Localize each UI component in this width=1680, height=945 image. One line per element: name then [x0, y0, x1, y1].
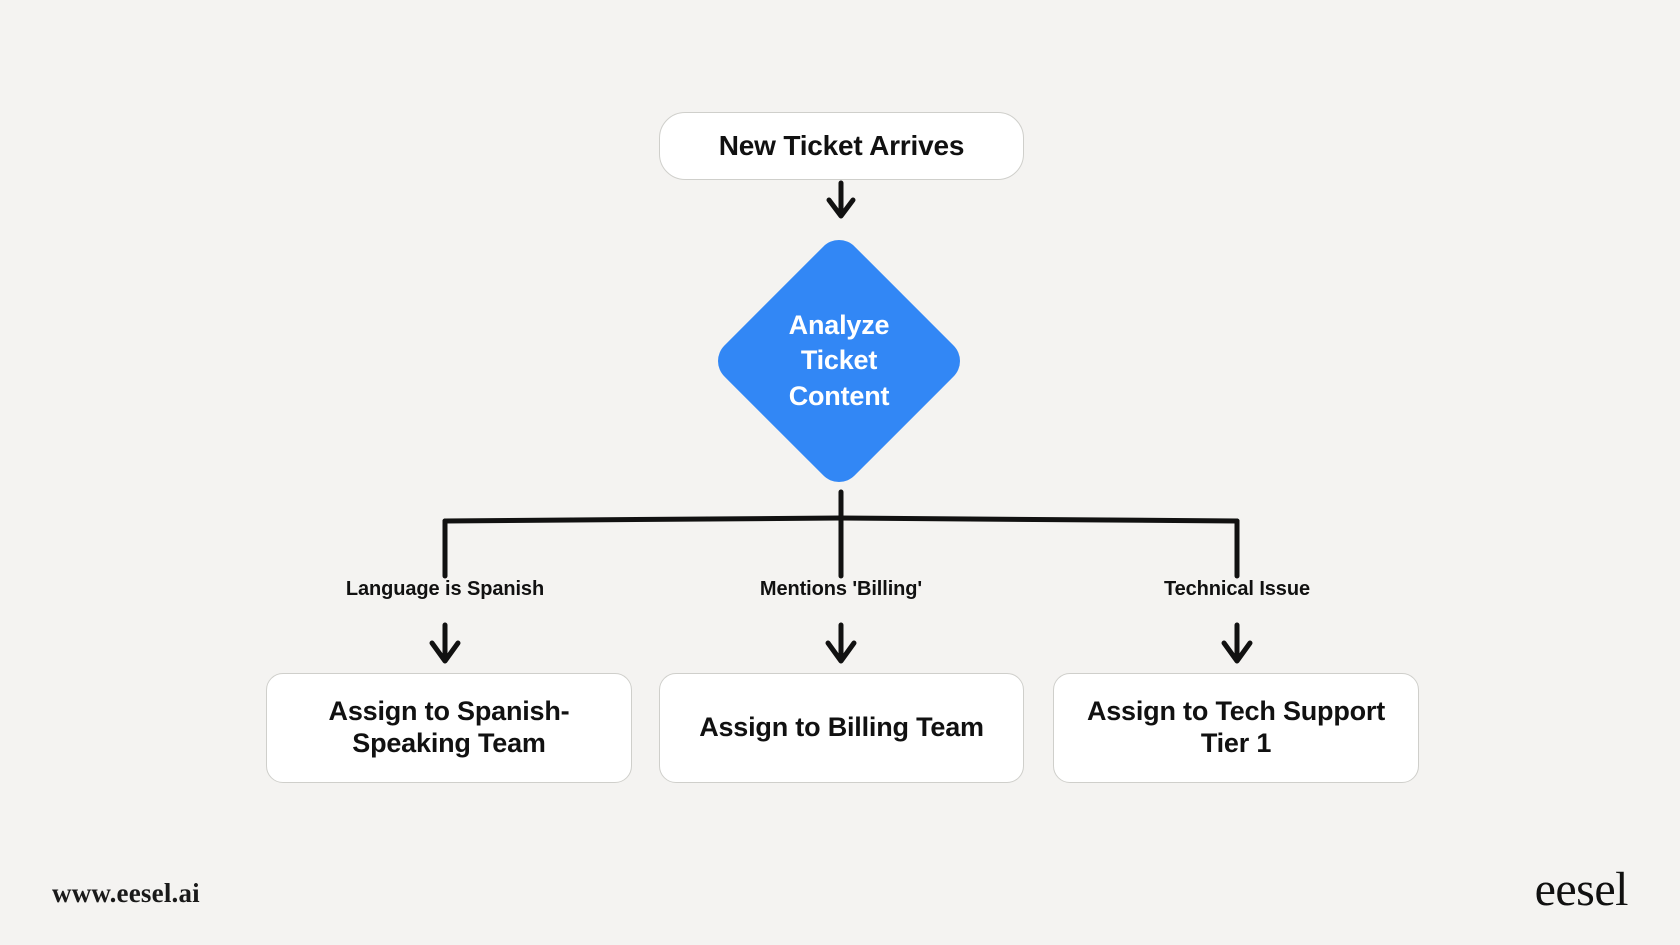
edge-bus — [442, 489, 1240, 579]
node-assign-to-tech-support-tier-1[interactable]: Assign to Tech Support Tier 1 — [1053, 673, 1419, 783]
branch-label-mentions-billing: Mentions 'Billing' — [759, 578, 923, 600]
node-decision-label: Analyze Ticket Content — [788, 310, 890, 411]
edge-arrow-branch-2 — [1221, 622, 1253, 664]
node-assign-to-billing-team[interactable]: Assign to Billing Team — [659, 673, 1024, 783]
eesel-logo: eesel — [1534, 863, 1629, 916]
branch-label-technical-issue: Technical Issue — [1164, 578, 1310, 600]
edge-arrow-branch-1 — [825, 622, 857, 664]
node-out-0-label: Assign to Spanish-Speaking Team — [328, 696, 570, 758]
node-assign-to-spanish-speaking-team[interactable]: Assign to Spanish-Speaking Team — [266, 673, 632, 783]
node-analyze-ticket-content[interactable]: Analyze Ticket Content — [708, 230, 970, 492]
edge-start-to-decision — [826, 180, 856, 219]
node-new-ticket-arrives[interactable]: New Ticket Arrives — [659, 112, 1024, 180]
edge-arrow-branch-0 — [429, 622, 461, 664]
branch-label-language-is-spanish: Language is Spanish — [345, 578, 545, 600]
node-start-label: New Ticket Arrives — [718, 130, 965, 162]
footer-website-url[interactable]: www.eesel.ai — [52, 878, 200, 908]
node-out-2-label: Assign to Tech Support Tier 1 — [1086, 696, 1386, 758]
node-out-1-label: Assign to Billing Team — [699, 712, 984, 743]
